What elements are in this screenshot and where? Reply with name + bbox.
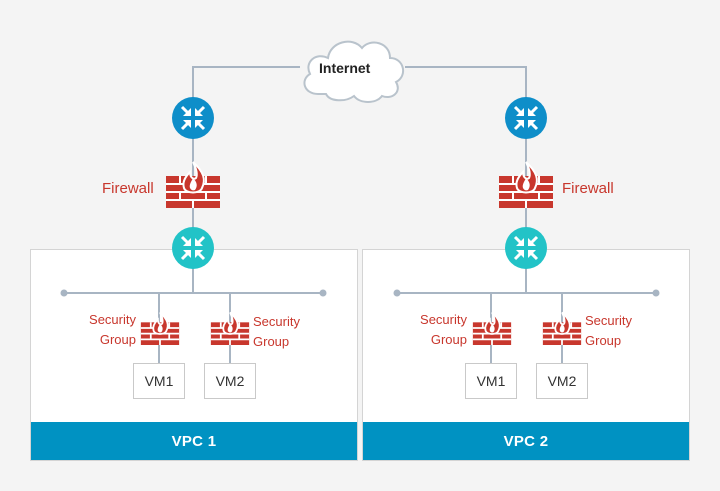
vpc-router-icon <box>505 227 547 269</box>
vm-box: VM1 <box>133 363 185 399</box>
security-group-label-line1: Security <box>253 314 300 329</box>
security-group-label-line1: Security <box>89 312 136 327</box>
firewall-icon <box>499 161 553 208</box>
firewall-icon <box>166 161 220 208</box>
vpc-1-label: VPC 1 <box>31 422 357 460</box>
firewall-label: Firewall <box>102 180 154 197</box>
firewall-label: Firewall <box>562 180 614 197</box>
router-icon <box>172 97 214 139</box>
internet-cloud-icon <box>303 40 405 103</box>
security-group-label: Security Group <box>253 312 300 352</box>
vm-box: VM1 <box>465 363 517 399</box>
security-group-label: Security Group <box>403 310 467 350</box>
security-group-firewall-icon <box>472 311 512 345</box>
security-group-label: Security Group <box>72 310 136 350</box>
router-icon <box>505 97 547 139</box>
security-group-label-line2: Group <box>585 333 622 348</box>
internet-label: Internet <box>319 60 371 76</box>
security-group-label-line2: Group <box>99 332 136 347</box>
security-group-label-line1: Security <box>585 313 632 328</box>
security-group-label-line1: Security <box>420 312 467 327</box>
vpc-2-label: VPC 2 <box>363 422 689 460</box>
security-group-firewall-icon <box>140 311 180 345</box>
vm-box: VM2 <box>204 363 256 399</box>
security-group-firewall-icon <box>542 311 582 345</box>
security-group-label-line2: Group <box>253 334 290 349</box>
vm-box: VM2 <box>536 363 588 399</box>
vpc-router-icon <box>172 227 214 269</box>
security-group-label-line2: Group <box>430 332 467 347</box>
security-group-firewall-icon <box>210 311 250 345</box>
security-group-label: Security Group <box>585 311 632 351</box>
